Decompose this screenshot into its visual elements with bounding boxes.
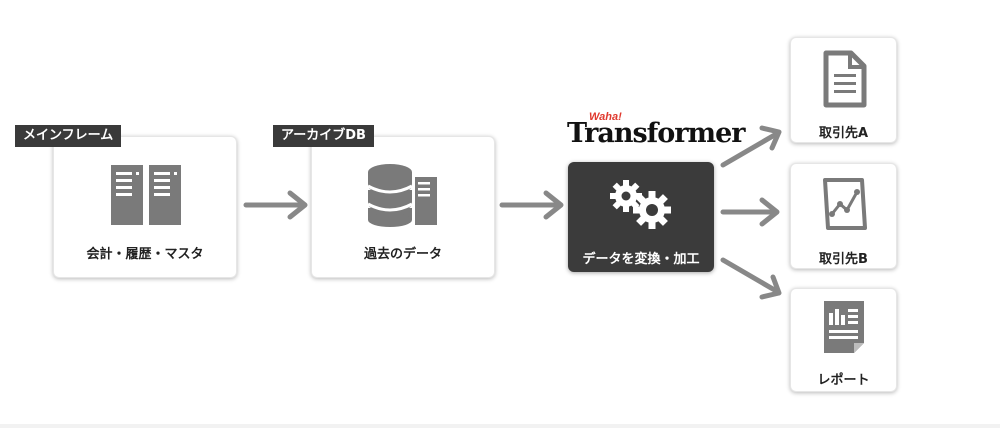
arrow-transformer-to-client-a [720,125,782,168]
transformer-logo: Waha! Transformer [567,111,745,149]
logo-transformer: Transformer [567,118,745,149]
transformer-label: データを変換・加工 [582,252,700,267]
report-label: レポート [817,373,870,388]
mainframe-card: 会計・履歴・マスタ [53,136,237,278]
mainframe-tag: メインフレーム [15,125,122,147]
archive-tag: アーカイブDB [273,125,374,147]
client-a-label: 取引先A [818,126,869,141]
document-icon [823,50,867,108]
archive-card: 過去のデータ [311,136,495,278]
archive-label: 過去のデータ [363,247,442,262]
arrow-archive-to-transformer [499,190,564,220]
bottom-band [0,424,1000,428]
arrow-transformer-to-report [720,257,782,300]
logo-waha: Waha! [589,111,622,123]
report-card: レポート [790,288,897,392]
client-b-card: 取引先B [790,163,897,269]
server-icon [111,165,181,225]
arrow-transformer-to-client-b [720,197,780,227]
database-icon [367,164,439,227]
line-chart-document-icon [823,178,867,230]
client-b-label: 取引先B [819,252,868,267]
report-icon [824,301,864,353]
gears-icon [610,180,671,229]
transformer-card: データを変換・加工 [568,162,714,272]
mainframe-label: 会計・履歴・マスタ [86,247,204,262]
arrow-mainframe-to-archive [243,190,308,220]
client-a-card: 取引先A [790,37,897,143]
